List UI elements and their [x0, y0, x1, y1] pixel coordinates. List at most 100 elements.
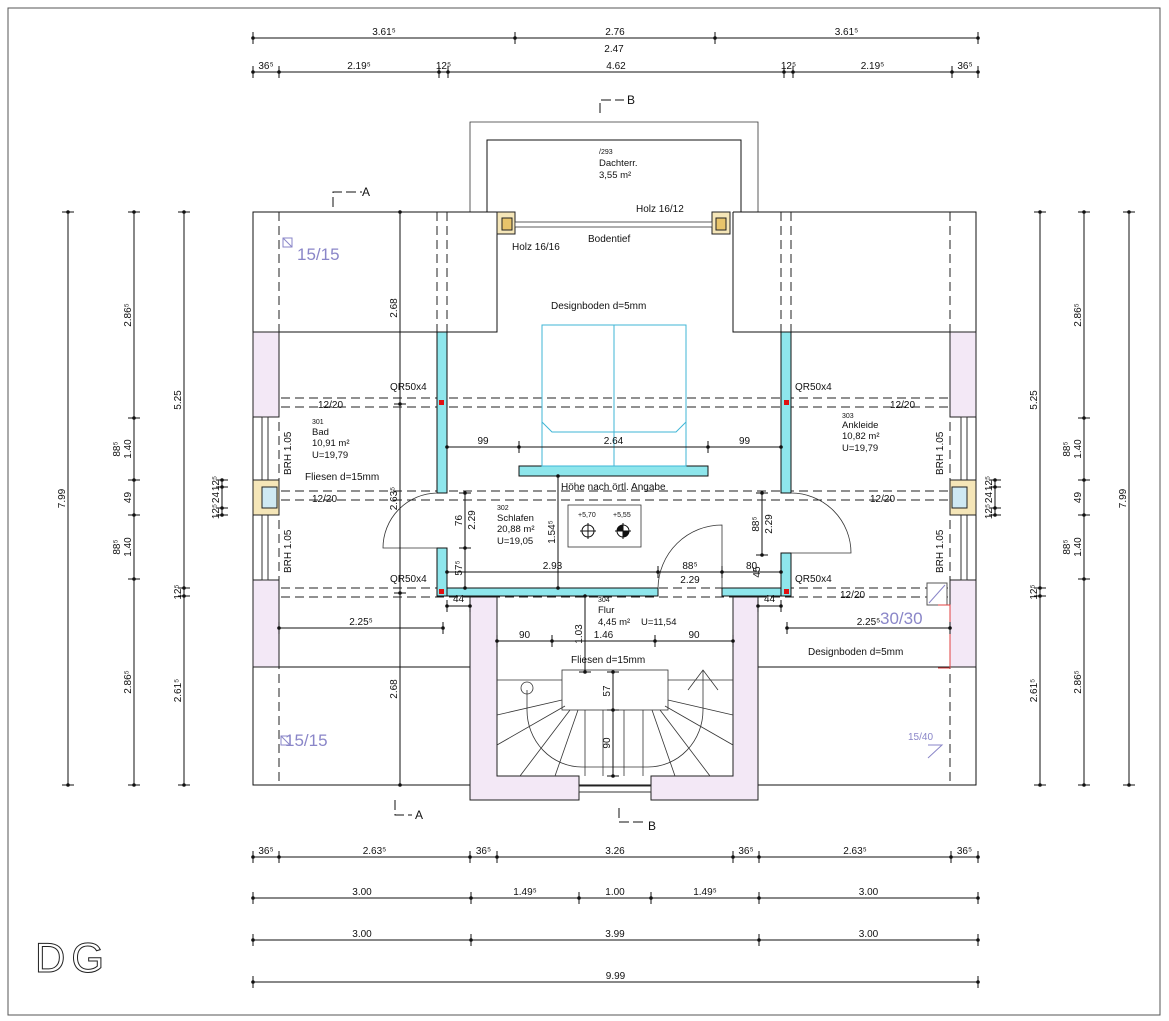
column-label: 15/15 — [297, 245, 340, 264]
dimension-label: 2.86⁵ — [123, 670, 134, 694]
sill-height-label: BRH 1.05 — [283, 529, 294, 573]
side-windows — [252, 416, 977, 793]
dimension-label: 2.19⁵ — [861, 61, 885, 72]
dimension-label: 2.29 — [764, 514, 775, 534]
dimension-label: 3.61⁵ — [835, 27, 859, 38]
dimension-tick — [649, 896, 653, 900]
dimension-label: 36⁵ — [957, 61, 972, 72]
dimension-tick — [653, 639, 657, 643]
room-name: Bad — [312, 427, 329, 438]
dimension-tick — [220, 506, 224, 510]
dimension-tick — [517, 445, 521, 449]
height-note: Höhe nach örtl. Angabe — [561, 482, 666, 493]
dimension-tick — [949, 855, 953, 859]
dimension-label: 76 — [454, 515, 465, 527]
dimension-tick — [398, 402, 402, 406]
dimension-label: 1.00 — [605, 887, 625, 898]
dimension-label: 88⁵ — [112, 539, 123, 554]
dimension-tick — [445, 604, 449, 608]
dimension-tick — [976, 896, 980, 900]
dimension-tick — [948, 626, 952, 630]
doors — [382, 492, 852, 589]
floor-finish-label: Fliesen d=15mm — [571, 655, 645, 666]
dimension-label: 45 — [752, 566, 763, 578]
dimension-tick — [656, 570, 660, 574]
dimension-tick — [220, 513, 224, 517]
dimension-label: 44 — [453, 594, 465, 605]
dimension-label: 36⁵ — [476, 846, 491, 857]
dimension-tick — [182, 586, 186, 590]
section-letter: A — [362, 185, 370, 199]
dimension-label: 3.00 — [859, 929, 879, 940]
dimension-tick — [785, 626, 789, 630]
dimension-tick — [398, 591, 402, 595]
dimension-label: 2.86⁵ — [1073, 303, 1084, 327]
dimension-label: 2.19⁵ — [347, 61, 371, 72]
dimension-tick — [556, 474, 560, 478]
dimension-label: 88⁵ — [751, 516, 762, 531]
dimension-tick — [445, 445, 449, 449]
dimension-label: 12⁵ — [173, 584, 184, 599]
dimension-tick — [993, 485, 997, 489]
room-bad: 301 Bad 10,91 m² U=19,79 — [312, 419, 350, 461]
dimension-label: 3.99 — [605, 929, 625, 940]
column-label: 15/40 — [908, 732, 933, 743]
dimension-label: 1.03 — [574, 624, 585, 644]
dimension-tick — [446, 70, 450, 74]
sill-height-label: BRH 1.05 — [935, 431, 946, 475]
dimension-label: 7.99 — [1118, 488, 1129, 508]
dimension-tick — [779, 604, 783, 608]
dimension-tick — [779, 570, 783, 574]
dimension-tick — [1082, 210, 1086, 214]
dimension-label: 2.61⁵ — [173, 679, 184, 703]
dimension-tick — [760, 553, 764, 557]
dimension-tick — [437, 70, 441, 74]
dim-knee-left: 2.25⁵ — [277, 617, 445, 634]
dimension-tick — [1082, 577, 1086, 581]
dimension-tick — [182, 594, 186, 598]
dimension-label: 1.54⁵ — [547, 520, 558, 544]
holz-left-label: Holz 16/16 — [512, 242, 560, 253]
annotations: Designboden d=5mm Designboden d=5mm Höhe… — [280, 237, 951, 759]
dimension-label: 1.46 — [594, 630, 614, 641]
bodentief-label: Bodentief — [588, 234, 630, 245]
dimension-tick — [993, 478, 997, 482]
dimension-label: 2.47 — [604, 44, 624, 55]
dimension-tick — [791, 70, 795, 74]
dimension-tick — [220, 478, 224, 482]
dimension-tick — [495, 639, 499, 643]
dimension-tick — [720, 570, 724, 574]
dimension-tick — [468, 855, 472, 859]
room-perimeter: U=19,79 — [842, 443, 878, 454]
dimension-tick — [757, 938, 761, 942]
beam-label: 12/20 — [870, 494, 895, 505]
dim-left-total: 7.99 — [57, 210, 74, 787]
dimension-label: 90 — [688, 630, 700, 641]
dimension-tick — [1038, 594, 1042, 598]
dimension-tick — [976, 70, 980, 74]
dimension-label: 2.93 — [543, 561, 563, 572]
dimension-label: 3.61⁵ — [372, 27, 396, 38]
dimension-tick — [251, 938, 255, 942]
level-markers: +5,70 +5,55 — [567, 504, 642, 548]
dimension-label: 90 — [602, 737, 613, 749]
floor-finish-label: Designboden d=5mm — [551, 301, 646, 312]
sill-height-label: BRH 1.05 — [935, 529, 946, 573]
dim-schlafen-center: 1.54⁵ — [547, 474, 564, 590]
dimension-tick — [731, 639, 735, 643]
dimension-tick — [251, 70, 255, 74]
level-crosshair-icon — [580, 523, 596, 539]
dim-wall-left: 44 — [445, 594, 472, 612]
floor-level-title: DG — [35, 934, 110, 981]
steel-post-label: QR50x4 — [795, 382, 832, 393]
steel-post — [439, 400, 444, 405]
room-schlafen: 302 Schlafen 20,88 m² U=19,05 — [497, 505, 535, 547]
dimension-tick — [583, 594, 587, 598]
room-area: 10,91 m² — [312, 438, 350, 449]
dimension-label: 36⁵ — [738, 846, 753, 857]
